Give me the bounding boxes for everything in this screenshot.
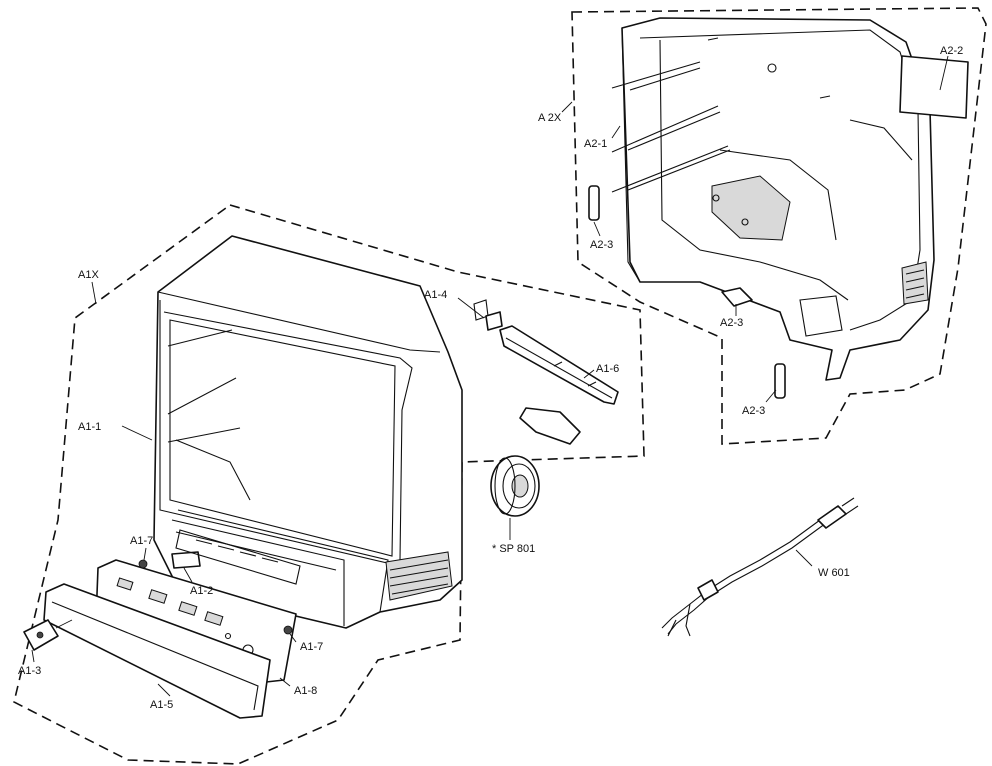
label-a2-1: A2-1 [584, 138, 607, 150]
front-bezel-a1-5 [43, 583, 271, 719]
label-a2-3-bot: A2-3 [742, 405, 765, 417]
speaker-sp801 [490, 455, 540, 517]
label-a1-5: A1-5 [150, 699, 173, 711]
label-a1-7-left: A1-7 [130, 535, 153, 547]
pin-a2-3-top [588, 185, 600, 221]
front-cabinet-a1-1 [153, 235, 463, 629]
label-a1-8: A1-8 [294, 685, 317, 697]
pin-a2-3-mid [721, 287, 753, 307]
pin-a2-3-bot [774, 363, 786, 399]
bracket-a1-6 [473, 299, 619, 405]
label-a1x: A1X [78, 269, 99, 281]
label-a1-1: A1-1 [78, 421, 101, 433]
label-a2x: A 2X [538, 112, 562, 124]
screw-a1-7-left [138, 559, 148, 569]
label-a2-2: A2-2 [940, 45, 963, 57]
label-a1-7-right: A1-7 [300, 641, 323, 653]
leader-lines [31, 55, 949, 697]
a2x-group-outline [571, 7, 987, 445]
label-a2-3-top: A2-3 [590, 239, 613, 251]
rear-cabinet-a2-1 [611, 17, 935, 381]
a1x-group-outline [13, 204, 645, 765]
control-button-a1-2 [171, 529, 301, 585]
label-sp801: * SP 801 [492, 543, 535, 555]
label-a1-6: A1-6 [596, 363, 619, 375]
label-w601: W 601 [818, 567, 850, 579]
power-cord-w601 [661, 497, 859, 637]
speaker-holder [519, 407, 581, 445]
label-a1-3: A1-3 [18, 665, 41, 677]
label-a1-4: A1-4 [424, 289, 447, 301]
label-a2-3-mid: A2-3 [720, 317, 743, 329]
label-plate-a2-2 [899, 55, 969, 119]
knob-a1-3 [23, 619, 73, 651]
clip-a1-4 [485, 311, 503, 331]
label-a1-2: A1-2 [190, 585, 213, 597]
screw-a1-7-right [283, 625, 293, 635]
